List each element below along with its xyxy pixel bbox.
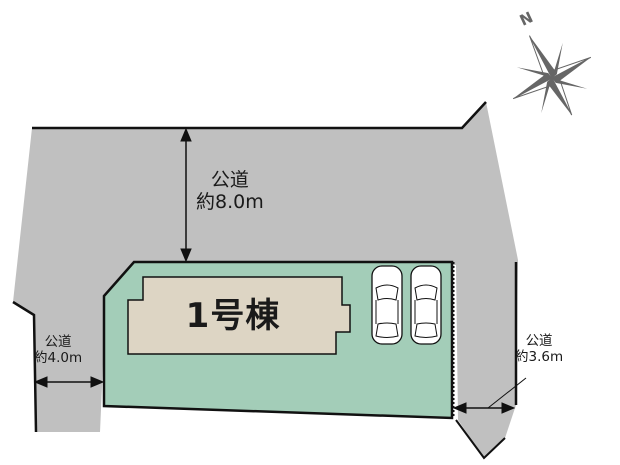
dimension-arrow-left	[33, 376, 105, 388]
road-width: 約4.0m	[34, 349, 83, 366]
car-icon	[371, 265, 403, 345]
building-label: 1号棟	[185, 296, 281, 336]
dimension-arrow-main	[180, 127, 192, 263]
compass-rose-icon	[512, 35, 592, 116]
road-name: 公道	[210, 169, 249, 191]
road-label-main: 公道 約8.0m	[196, 169, 264, 214]
road-width: 約3.6m	[515, 348, 564, 365]
car-icon	[410, 265, 442, 345]
road-edge-bottom-right	[455, 419, 506, 460]
dimension-arrow-right	[452, 377, 527, 414]
road-name: 公道	[44, 334, 72, 350]
building-footprint	[127, 276, 351, 355]
road-label-left: 公道 約4.0m	[34, 334, 83, 366]
road-width: 約8.0m	[196, 190, 264, 213]
road-edge-left	[12, 300, 38, 433]
road-label-right: 公道 約3.6m	[515, 333, 564, 365]
road-area	[13, 102, 518, 458]
road-name: 公道	[525, 333, 553, 349]
road-edge-top	[32, 101, 487, 130]
